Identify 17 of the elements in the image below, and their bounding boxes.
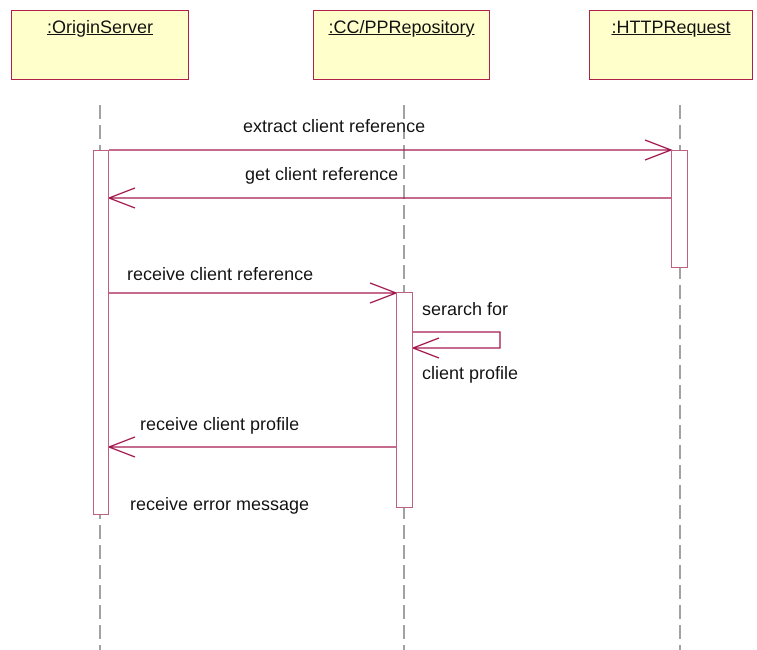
object-box: :HTTPRequest — [589, 10, 753, 80]
message-label: receive error message — [130, 494, 310, 515]
self-message-arrow — [412, 331, 501, 359]
message-label: receive client reference — [127, 264, 314, 285]
object-box: :CC/PPRepository — [313, 10, 490, 80]
message-label: get client reference — [245, 164, 398, 185]
activation-bar — [93, 150, 109, 515]
activation-bar — [671, 150, 688, 268]
message-arrow — [108, 436, 396, 458]
message-label: receive client profile — [140, 414, 300, 435]
object-box: :OriginServer — [11, 10, 189, 80]
message-arrow — [109, 139, 672, 161]
message-arrow — [108, 187, 671, 209]
message-label: serarch for client profile — [422, 298, 520, 385]
activation-bar — [396, 292, 413, 508]
message-label: extract client reference — [243, 116, 426, 137]
message-arrow — [109, 282, 397, 304]
